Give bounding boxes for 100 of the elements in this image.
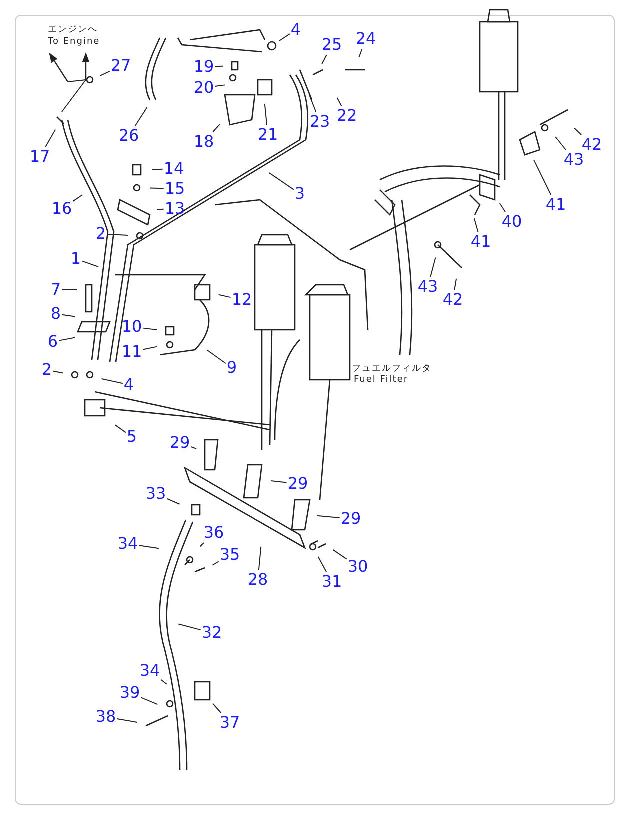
callout-number: 27 — [110, 57, 132, 75]
callout-number: 1 — [70, 250, 82, 268]
leader-line — [332, 550, 348, 560]
callout-number: 17 — [30, 148, 50, 166]
leader-line — [499, 203, 506, 212]
callout-number: 14 — [164, 160, 184, 178]
leader-line — [178, 624, 202, 631]
callout-number: 10 — [122, 318, 142, 336]
callout-number: 40 — [502, 213, 522, 231]
callout-number: 12 — [232, 291, 252, 309]
leader-line — [212, 703, 222, 714]
callout-number: 24 — [356, 30, 376, 48]
callout-number: 22 — [336, 107, 358, 125]
callout-number: 11 — [122, 343, 142, 361]
callout-number: 6 — [48, 333, 58, 351]
callout-number: 29 — [340, 510, 362, 528]
leader-line — [101, 378, 124, 384]
leader-line — [574, 128, 582, 136]
callout-number: 21 — [258, 126, 278, 144]
callout-number: 4 — [290, 21, 302, 39]
leader-line — [430, 257, 436, 278]
leader-line — [134, 107, 148, 126]
leader-line — [166, 498, 180, 505]
leader-line — [454, 278, 458, 290]
callout-number: 42 — [582, 136, 602, 154]
callout-number: 29 — [288, 475, 308, 493]
leader-line — [358, 48, 363, 58]
callout-number: 5 — [126, 428, 138, 446]
leader-line — [58, 337, 76, 342]
leader-line — [218, 294, 232, 298]
callout-number: 19 — [194, 58, 214, 76]
leader-line — [138, 545, 160, 550]
callout-number: 34 — [140, 662, 160, 680]
callout-number: 16 — [52, 200, 72, 218]
note-text: エンジンへ — [48, 25, 98, 36]
leader-line — [308, 94, 317, 112]
leader-line — [100, 70, 110, 77]
leader-line — [270, 480, 288, 484]
leader-line — [264, 103, 268, 126]
leader-line — [322, 54, 328, 64]
callout-number: 26 — [118, 127, 140, 145]
callout-number: 43 — [418, 278, 438, 296]
leader-line — [336, 97, 342, 106]
leader-line — [160, 679, 168, 685]
callout-number: 4 — [124, 376, 134, 394]
callout-number: 25 — [322, 36, 342, 54]
callout-number: 34 — [118, 535, 138, 553]
leader-line — [533, 160, 552, 196]
callout-number: 32 — [202, 624, 222, 642]
leader-line — [214, 84, 226, 87]
callout-number: 2 — [42, 361, 52, 379]
callout-number: 33 — [146, 485, 166, 503]
callout-number: 13 — [164, 200, 186, 218]
callout-number: 36 — [204, 524, 224, 542]
note-text: フュエルフィルタ — [352, 364, 432, 375]
leader-line — [142, 346, 158, 350]
callout-number: 41 — [546, 196, 566, 214]
leader-line — [140, 697, 158, 706]
callout-number: 29 — [170, 434, 190, 452]
callout-number: 3 — [294, 185, 306, 203]
leader-line — [82, 260, 100, 268]
callout-number: 18 — [194, 133, 214, 151]
callout-number: 9 — [226, 359, 238, 377]
leader-line — [258, 546, 262, 570]
leader-line — [555, 136, 566, 150]
leader-line — [206, 350, 226, 364]
callout-number: 38 — [96, 708, 116, 726]
leader-line — [62, 314, 76, 318]
leader-line — [318, 556, 328, 572]
leader-line — [212, 124, 220, 132]
callout-number: 23 — [310, 113, 330, 131]
leader-line — [150, 188, 164, 190]
callout-number: 42 — [442, 291, 464, 309]
leader-line — [52, 370, 64, 374]
leader-line — [212, 561, 220, 566]
leader-line — [474, 218, 479, 232]
leader-line — [214, 66, 224, 68]
callout-number: 20 — [194, 79, 214, 97]
leader-line — [72, 194, 84, 202]
leader-line — [152, 168, 164, 170]
leader-line — [156, 208, 164, 210]
leader-line — [190, 446, 198, 450]
callout-number: 7 — [50, 281, 62, 299]
leader-line — [279, 34, 290, 42]
callout-number: 43 — [564, 151, 584, 169]
callout-number: 37 — [220, 714, 240, 732]
leader-line — [116, 718, 138, 723]
leader-line — [316, 515, 340, 518]
callout-number: 41 — [470, 233, 492, 251]
callout-number: 2 — [96, 225, 106, 243]
leader-line — [142, 328, 158, 330]
callout-number: 8 — [50, 305, 62, 323]
note-text: To Engine — [48, 37, 100, 48]
leader-line — [45, 129, 56, 148]
callout-number: 35 — [220, 546, 240, 564]
leader-line — [114, 424, 126, 434]
callout-number: 39 — [120, 684, 140, 702]
callout-number: 30 — [348, 558, 368, 576]
leader-line — [200, 542, 204, 548]
callout-number: 28 — [248, 571, 268, 589]
